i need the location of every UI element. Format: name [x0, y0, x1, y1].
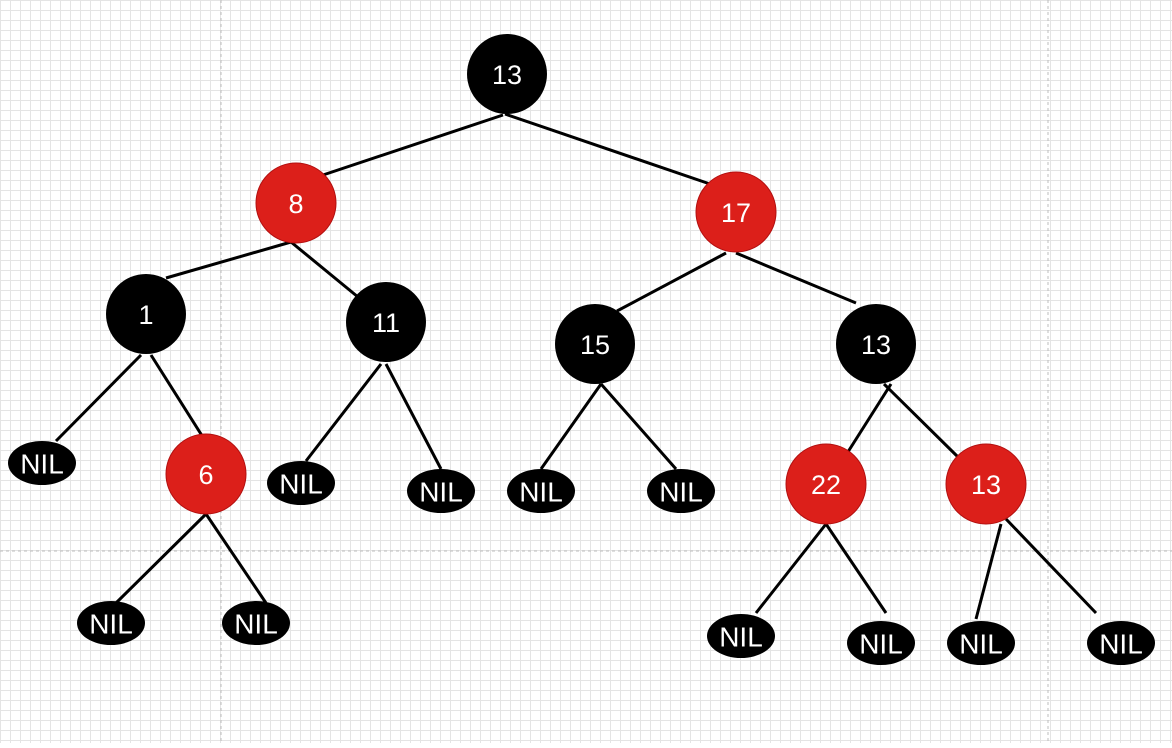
- tree-node-n15: 15: [555, 304, 635, 384]
- nil-label: NIL: [20, 449, 64, 480]
- red-node-circle: [785, 443, 867, 525]
- edge-n13-root-to-n8: [322, 113, 504, 177]
- nil-leaf-nil-6: NIL: [77, 601, 145, 645]
- edge-n6-to-nil-7: [204, 513, 268, 604]
- tree-node-n22: 22: [785, 443, 867, 525]
- node-value-label: 13: [971, 470, 1001, 500]
- nil-leaf-nil-3: NIL: [407, 469, 475, 513]
- edge-n13-b-to-n13-c: [882, 382, 960, 459]
- nil-leaf-nil-8: NIL: [707, 614, 775, 658]
- black-node-circle: [467, 34, 547, 114]
- nil-leaf-shape: [407, 469, 475, 513]
- nil-leaf-shape: [947, 621, 1015, 665]
- nil-leaf-shape: [647, 469, 715, 513]
- node-value-label: 6: [198, 460, 213, 490]
- nil-leaf-shape: [267, 461, 335, 505]
- tree-node-n1: 1: [106, 274, 186, 354]
- nil-leaf-nil-10: NIL: [947, 621, 1015, 665]
- nil-leaf-shape: [847, 621, 915, 665]
- tree-node-n13-b: 13: [836, 304, 916, 384]
- black-node-circle: [836, 304, 916, 384]
- nil-label: NIL: [859, 629, 903, 660]
- tree-node-n13-c: 13: [945, 443, 1027, 525]
- edge-n17-to-n13-b: [735, 251, 857, 305]
- edge-n13-c-to-nil-10: [974, 523, 1003, 620]
- black-node-circle: [106, 274, 186, 354]
- edge-n1-to-n6: [149, 354, 208, 443]
- node-value-label: 1: [138, 300, 153, 330]
- nil-leaf-nil-11: NIL: [1087, 621, 1155, 665]
- nil-label: NIL: [234, 609, 278, 640]
- black-node-circle: [346, 282, 426, 362]
- nil-leaf-shape: [8, 441, 76, 485]
- nil-label: NIL: [519, 477, 563, 508]
- nil-label: NIL: [719, 622, 763, 653]
- edge-n15-to-nil-4: [539, 383, 603, 470]
- red-node-circle: [165, 433, 247, 515]
- red-node-circle: [695, 171, 777, 253]
- nil-leaf-shape: [507, 469, 575, 513]
- tree-node-n8: 8: [255, 162, 337, 244]
- nil-leaf-nil-1: NIL: [8, 441, 76, 485]
- node-value-label: 15: [580, 330, 610, 360]
- tree-node-n17: 17: [695, 171, 777, 253]
- nil-leaf-nil-9: NIL: [847, 621, 915, 665]
- edge-n1-to-nil-1: [54, 353, 143, 443]
- node-value-label: 22: [811, 470, 841, 500]
- black-node-circle: [555, 304, 635, 384]
- nil-leaf-nil-5: NIL: [647, 469, 715, 513]
- nil-leaf-shape: [77, 601, 145, 645]
- node-value-label: 17: [721, 198, 751, 228]
- nil-leaf-nil-2: NIL: [267, 461, 335, 505]
- edge-n13-b-to-n22: [844, 383, 893, 456]
- node-value-label: 11: [372, 308, 400, 338]
- node-value-label: 8: [288, 189, 303, 219]
- red-node-circle: [945, 443, 1027, 525]
- node-value-label: 13: [861, 330, 891, 360]
- edges-layer: [54, 112, 1098, 620]
- edge-n11-to-nil-2: [304, 363, 383, 462]
- nil-leaf-nil-7: NIL: [222, 601, 290, 645]
- edge-n11-to-nil-3: [384, 363, 443, 470]
- tree-node-n13-root: 13: [467, 34, 547, 114]
- nil-label: NIL: [959, 629, 1003, 660]
- nil-label: NIL: [279, 469, 323, 500]
- nil-label: NIL: [1099, 629, 1143, 660]
- tree-node-n11: 11: [346, 282, 426, 362]
- nil-leaf-shape: [707, 614, 775, 658]
- nil-label: NIL: [419, 477, 463, 508]
- edge-n13-c-to-nil-11: [1004, 517, 1098, 615]
- nil-leaf-shape: [1087, 621, 1155, 665]
- edge-n22-to-nil-8: [754, 523, 828, 614]
- edge-n13-root-to-n17: [504, 112, 711, 186]
- edge-n6-to-nil-6: [114, 512, 208, 605]
- nil-leaf-nil-4: NIL: [507, 469, 575, 513]
- nil-leaf-shape: [222, 601, 290, 645]
- red-node-circle: [255, 162, 337, 244]
- nil-label: NIL: [659, 477, 703, 508]
- edge-n8-to-n11: [290, 240, 359, 299]
- edge-n8-to-n1: [165, 240, 292, 280]
- node-value-label: 13: [492, 60, 522, 90]
- nil-label: NIL: [89, 609, 133, 640]
- edge-n17-to-n15: [616, 251, 727, 313]
- edge-n22-to-nil-9: [824, 523, 888, 614]
- edge-n15-to-nil-5: [599, 383, 678, 470]
- tree-node-n6: 6: [165, 433, 247, 515]
